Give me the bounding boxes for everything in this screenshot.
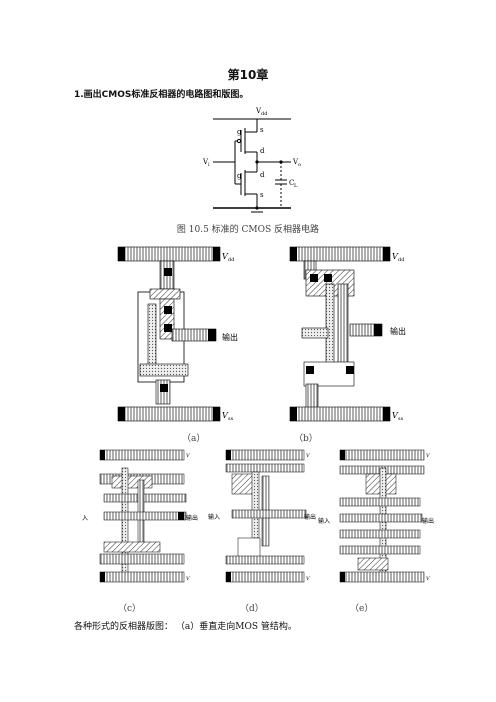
figure-caption: 图 10.5 标准的 CMOS 反相器电路: [176, 225, 320, 235]
g-top: g: [237, 128, 242, 136]
input-label-e: 输入: [318, 517, 330, 525]
vss-sub-a: ss: [228, 416, 234, 422]
vdd-sub-b: dd: [398, 257, 405, 263]
output-label-d: 输出: [304, 513, 316, 521]
vdd-label-d: V: [306, 453, 311, 459]
cl-label: C: [289, 179, 294, 187]
vo-sub: o: [298, 162, 301, 168]
vss-label-d: V: [306, 576, 311, 582]
vdd-label-e: V: [426, 453, 431, 459]
panel-label-b: （b）: [294, 434, 318, 444]
chapter-title: 第10章: [227, 68, 269, 82]
poly-gate-a: [147, 303, 157, 367]
d-bottom: d: [260, 171, 265, 179]
cl-sub: L: [294, 183, 298, 189]
vdd-sub: dd: [261, 111, 268, 117]
panel-label-d: （d）: [240, 604, 264, 614]
vdd-label-b: V: [392, 252, 399, 261]
panel-label-c: （c）: [118, 604, 142, 614]
vi-label: V: [202, 158, 209, 166]
vdd-label-a: V: [222, 252, 229, 261]
layout-b: V dd 输入 输出 V ss: [289, 246, 406, 422]
layout-c: V 输入 输出 V: [82, 449, 198, 583]
vss-rail-b: [289, 406, 391, 422]
d-top: d: [260, 147, 265, 155]
layout-d: V 输入 输出 V: [208, 449, 316, 583]
output-label-c: 输出: [186, 514, 198, 522]
cmos-inverter-schematic: V dd g s d V i V o g d s C L: [202, 107, 301, 213]
s-top: s: [260, 126, 264, 134]
vss-label-b: V: [392, 411, 399, 420]
layout-a: V dd 输入 输出 V ss: [117, 246, 238, 422]
vdd-sub-a: dd: [228, 257, 235, 263]
vi-sub: i: [208, 162, 210, 168]
vss-label-a: V: [222, 411, 229, 420]
vdd-rail-b: [289, 246, 391, 262]
input-label-c: 输入: [82, 514, 88, 522]
vdd-label-c: V: [186, 453, 191, 459]
g-bottom: g: [237, 172, 242, 180]
output-label-a: 输出: [222, 332, 238, 342]
vss-sub-b: ss: [398, 416, 404, 422]
panel-label-e: （e）: [350, 604, 374, 614]
poly-gate-b: [325, 283, 335, 371]
s-bottom: s: [260, 191, 264, 199]
vss-rail-a: [117, 406, 221, 422]
vdd-label: V: [255, 107, 262, 115]
vss-label-e: V: [426, 576, 431, 582]
question-text: 1.画出CMOS标准反相器的电路图和版图。: [74, 90, 249, 100]
bottom-caption: 各种形式的反相器版图： （a）垂直走向MOS 管结构。: [74, 622, 297, 632]
input-label-d: 输入: [208, 513, 220, 521]
output-label-e: 输出: [422, 517, 434, 525]
vss-label-c: V: [186, 576, 191, 582]
output-label-b: 输出: [390, 326, 406, 336]
panel-label-a: （a）: [182, 434, 206, 444]
layout-e: V 输入 输出 V: [318, 449, 434, 583]
vdd-rail-a: [117, 246, 221, 262]
vo-label: V: [292, 158, 299, 166]
